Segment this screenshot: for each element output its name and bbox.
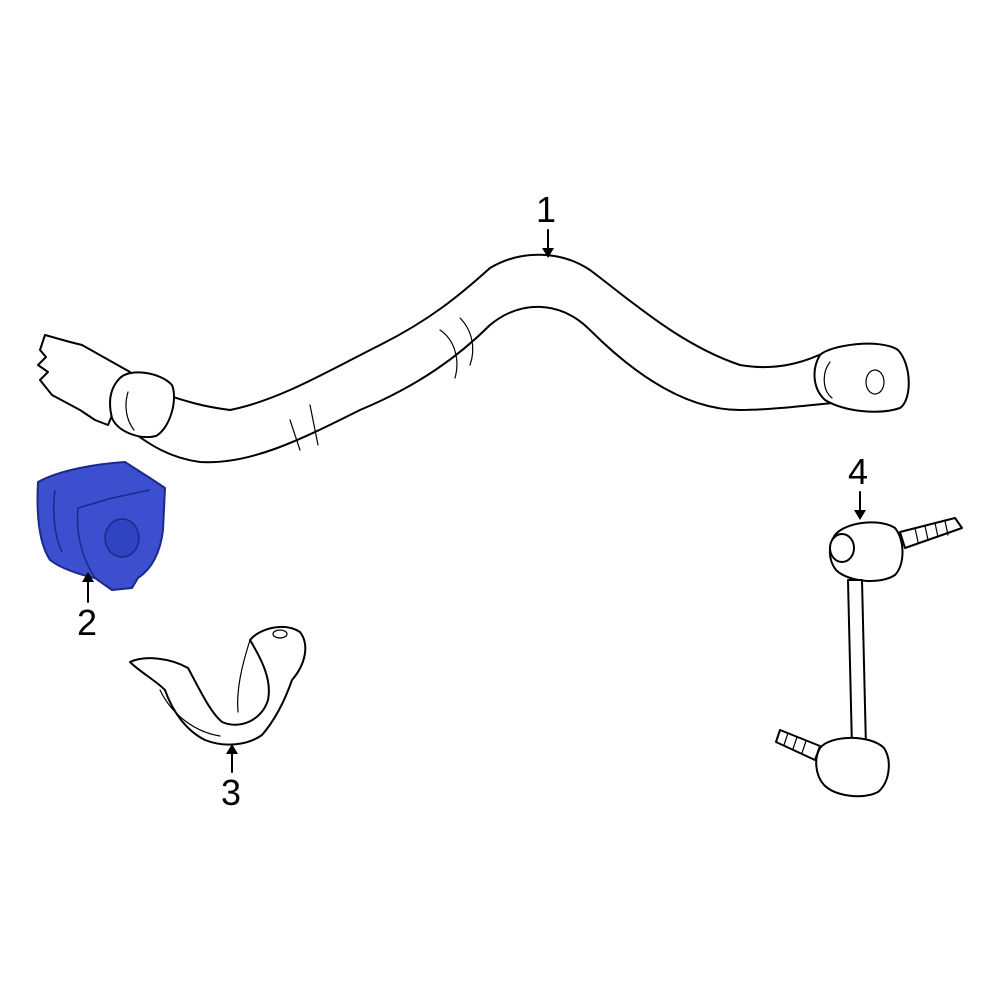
callout-4: 4 — [848, 451, 868, 520]
callout-label: 1 — [536, 189, 556, 230]
stabilizer-bushing[interactable] — [36, 461, 166, 591]
callout-2: 2 — [77, 572, 97, 643]
stabilizer-link[interactable] — [775, 517, 963, 798]
arrowhead — [854, 510, 866, 520]
callout-3: 3 — [221, 744, 241, 813]
arrowhead — [542, 248, 554, 258]
callout-1: 1 — [536, 189, 556, 258]
arrowhead — [226, 744, 238, 754]
arrowhead — [82, 572, 94, 582]
stabilizer-bar[interactable] — [37, 253, 910, 464]
bushing-bracket[interactable] — [129, 625, 307, 746]
callout-label: 2 — [77, 602, 97, 643]
callout-label: 3 — [221, 772, 241, 813]
callout-label: 4 — [848, 451, 868, 492]
